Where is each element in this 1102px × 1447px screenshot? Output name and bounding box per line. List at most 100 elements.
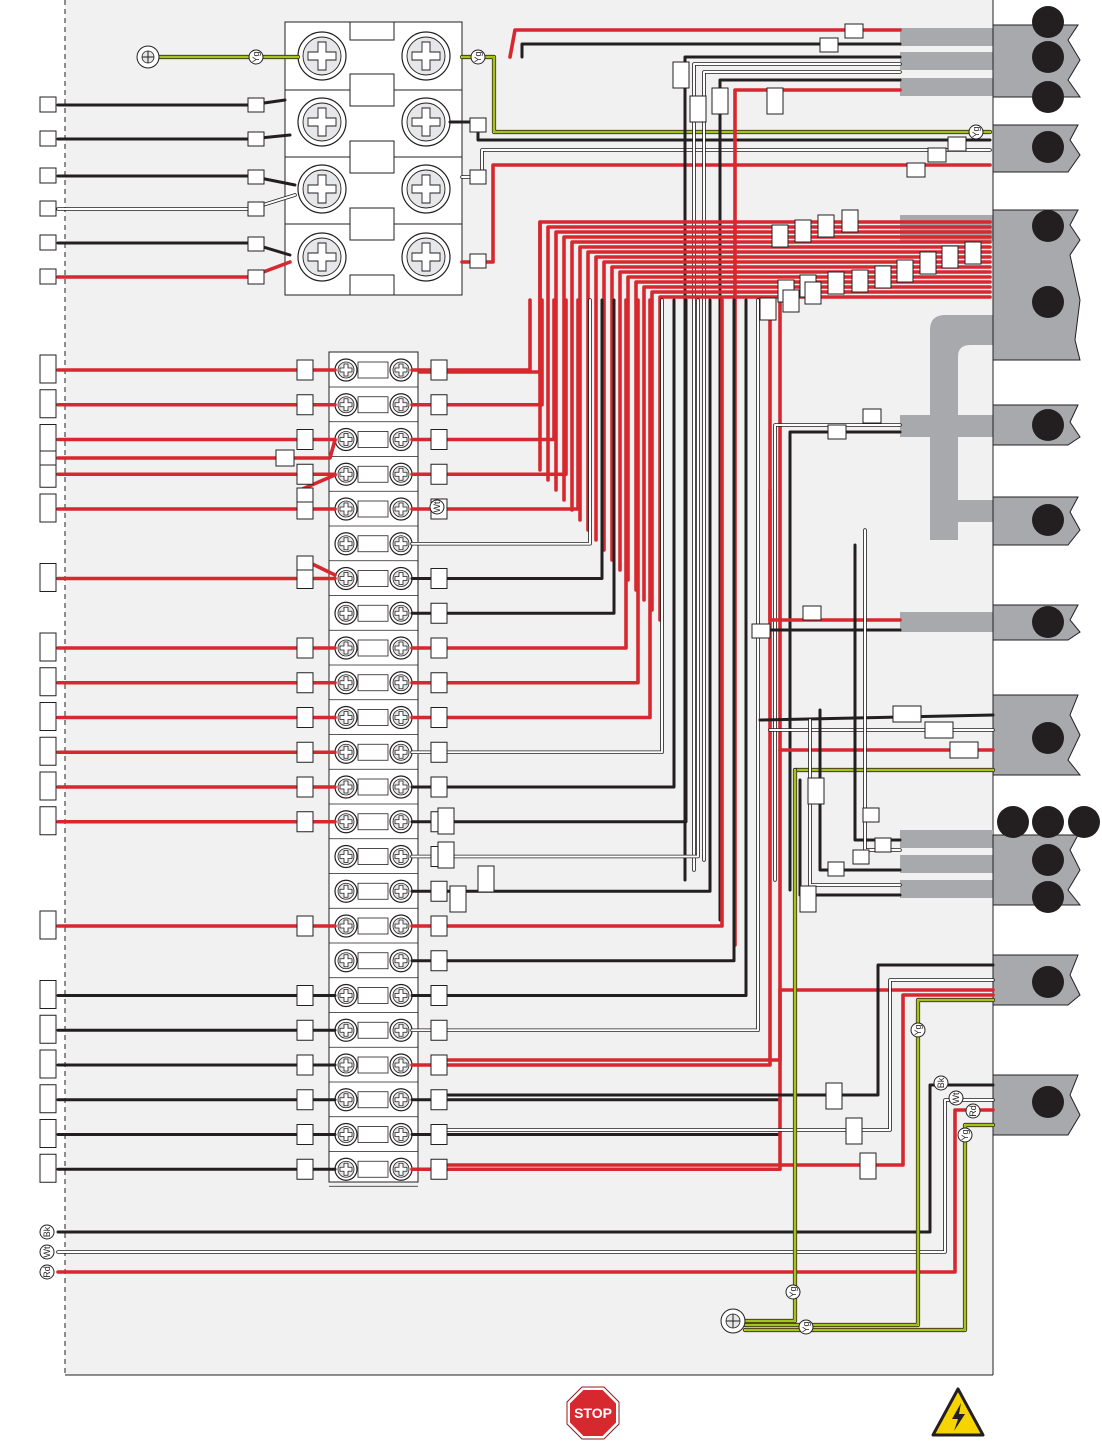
wire-label [40, 981, 56, 1009]
wire-label [297, 1159, 313, 1179]
wire-label [40, 235, 56, 250]
wire-label [297, 569, 313, 589]
wire-label [40, 131, 56, 146]
wire-label [863, 808, 879, 822]
wire-label [297, 1020, 313, 1040]
wire-label [40, 390, 56, 418]
wire-label [40, 1120, 56, 1148]
wire-label [297, 430, 313, 450]
wire-label [40, 633, 56, 661]
ground-terminal-bottom [721, 1309, 745, 1333]
terminal-screw [390, 429, 412, 451]
wire-label [40, 1085, 56, 1113]
svg-text:Wt: Wt [951, 1092, 961, 1103]
terminal-screw [335, 915, 357, 937]
terminal-screw [335, 672, 357, 694]
terminal-screw [335, 707, 357, 729]
wire-label [431, 1159, 447, 1179]
wire-label [431, 464, 447, 484]
wire-label [828, 272, 844, 294]
yg-tag-top-left: Yg [249, 50, 263, 64]
wire-label [297, 556, 313, 570]
yg-tag-right-1: Yg [911, 1023, 925, 1037]
wire-label [431, 986, 447, 1006]
yg-tag-ground-1: Yg [786, 1285, 800, 1299]
svg-text:Bk: Bk [42, 1226, 52, 1237]
terminal-screw [335, 1124, 357, 1146]
wire-label [478, 866, 494, 892]
wire-label [438, 808, 454, 834]
wire-label [431, 1125, 447, 1145]
svg-text:Yg: Yg [913, 1024, 923, 1035]
wire-label [431, 1020, 447, 1040]
svg-text:Wt: Wt [432, 501, 442, 512]
wire-label [673, 62, 689, 88]
wire-label [431, 777, 447, 797]
wire-label [690, 96, 706, 122]
wire-label [431, 395, 447, 415]
wire-label [297, 673, 313, 693]
terminal-screw [390, 1089, 412, 1111]
terminal-screw [390, 776, 412, 798]
wire-label [40, 668, 56, 696]
wire-label [40, 1050, 56, 1078]
wire-label [846, 1118, 862, 1144]
svg-text:Bk: Bk [936, 1077, 946, 1088]
wire-label [40, 911, 56, 939]
terminal-screw [390, 811, 412, 833]
terminal-screw [335, 950, 357, 972]
wire-label [820, 38, 838, 52]
wire-label [948, 137, 966, 151]
wire-label [431, 603, 447, 623]
wire-label [950, 742, 978, 758]
terminal-screw [335, 985, 357, 1007]
terminal-screw [335, 1054, 357, 1076]
wire-label [40, 355, 56, 383]
terminal-screw [390, 533, 412, 555]
wire-label [450, 886, 466, 912]
rd-tag-right: Rd [966, 1104, 980, 1118]
wire-label [431, 569, 447, 589]
wire-label [431, 430, 447, 450]
wire-label [40, 269, 56, 284]
terminal-screw [335, 880, 357, 902]
ground-terminal-top [137, 46, 159, 68]
wire-label [248, 202, 264, 216]
wire-label [297, 1055, 313, 1075]
wire-label [772, 225, 788, 247]
terminal-screw [390, 707, 412, 729]
wire-label [297, 464, 313, 484]
wire-label [297, 812, 313, 832]
yg-tag-right-2: Yg [958, 1128, 972, 1142]
wire-label [712, 88, 728, 114]
wire-label [852, 270, 868, 292]
terminal-screw [335, 811, 357, 833]
wire-label [297, 488, 313, 502]
wire-label [248, 237, 264, 251]
wire-label [248, 98, 264, 112]
wire-label [297, 916, 313, 936]
terminal-screw [390, 1158, 412, 1180]
wire-label [297, 1125, 313, 1145]
svg-text:Yg: Yg [971, 126, 981, 137]
terminal-screw [335, 359, 357, 381]
wire-label [431, 742, 447, 762]
wire-label [297, 638, 313, 658]
terminal-screw [335, 741, 357, 763]
wire-label [431, 673, 447, 693]
wire-label [297, 395, 313, 415]
wire-label [40, 201, 56, 216]
terminal-screw [390, 985, 412, 1007]
wire-label [40, 772, 56, 800]
terminal-screw [390, 637, 412, 659]
wire-label [248, 270, 264, 284]
wire-label [845, 24, 863, 38]
wire-label [470, 254, 486, 268]
terminal-screw [335, 776, 357, 798]
wt-tag-strip: Wt [430, 500, 444, 514]
wire-label [470, 118, 486, 132]
wire-label [248, 132, 264, 146]
wire-label [297, 708, 313, 728]
terminal-screw [335, 533, 357, 555]
terminal-screw [390, 394, 412, 416]
